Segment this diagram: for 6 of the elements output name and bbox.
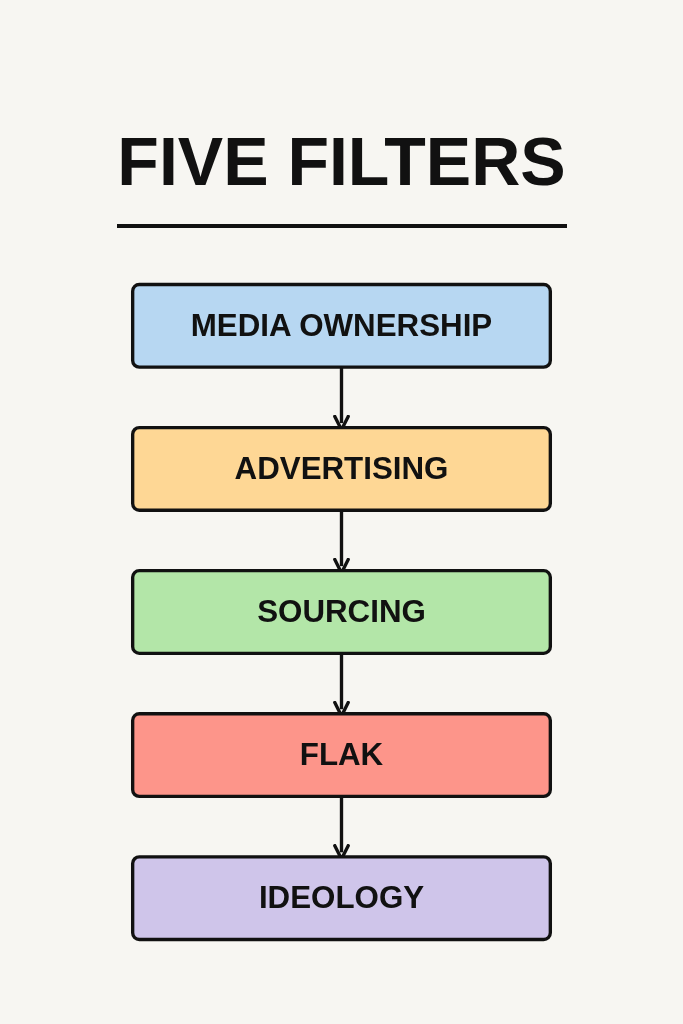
node-box: FLAK	[131, 712, 552, 799]
node-box: MEDIA OWNERSHIP	[131, 282, 552, 369]
node-box: ADVERTISING	[131, 425, 552, 512]
node-box: SOURCING	[131, 568, 552, 656]
title: FIVE FILTERS	[117, 126, 566, 198]
node-box: IDEOLOGY	[131, 855, 552, 942]
